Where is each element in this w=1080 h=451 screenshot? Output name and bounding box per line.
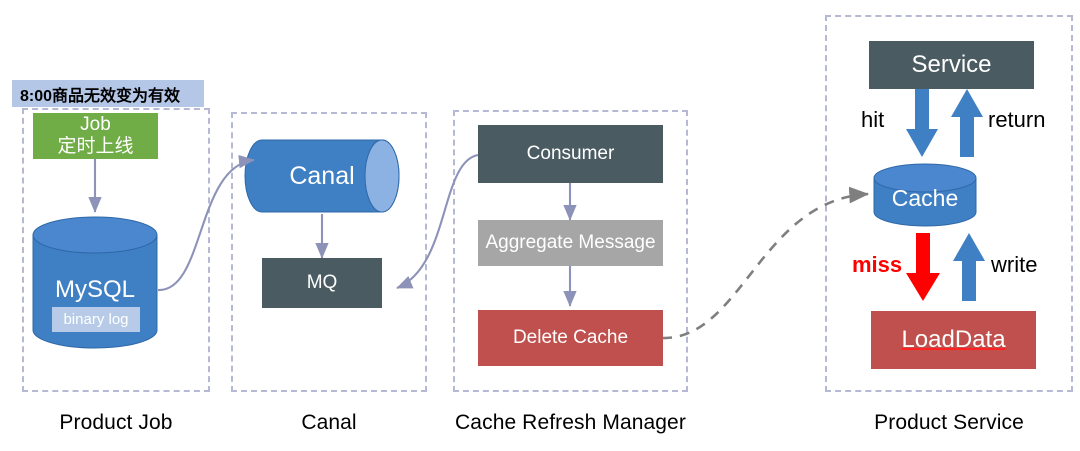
caption-canal: Canal <box>301 411 357 434</box>
node-mq[interactable]: MQ <box>262 258 382 308</box>
node-loaddata[interactable]: LoadData <box>871 311 1036 369</box>
caption-product-job: Product Job <box>59 411 173 434</box>
group-cache-refresh-manager <box>453 110 688 392</box>
edge-label-miss: miss <box>852 252 903 277</box>
edge-label-hit: hit <box>861 107 885 132</box>
edge-label-write: write <box>991 252 1038 277</box>
caption-product-service: Product Service <box>874 411 1024 434</box>
node-job-line2: 定时上线 <box>57 136 134 157</box>
connector-mysql-to-canal <box>157 154 255 292</box>
node-delete-cache[interactable]: Delete Cache <box>478 310 663 366</box>
connector-consumer-to-mq <box>396 153 479 289</box>
arrow-return <box>951 89 983 157</box>
node-job-line1: Job <box>80 113 111 135</box>
group-product-job <box>22 108 210 392</box>
node-aggregate-message[interactable]: Aggregate Message <box>478 220 663 266</box>
arrow-write <box>953 233 985 301</box>
caption-cache-refresh-manager: Cache Refresh Manager <box>455 411 686 434</box>
connector-delete-cache-to-cache <box>661 186 870 340</box>
node-consumer[interactable]: Consumer <box>478 125 663 183</box>
title-banner: 8:00商品无效变为有效 <box>12 80 204 107</box>
arrow-hit <box>906 89 938 157</box>
node-loaddata-label: LoadData <box>901 325 1006 353</box>
cache-cylinder-shape <box>873 163 977 227</box>
node-mysql-binary-log: binary log <box>52 307 140 332</box>
group-canal <box>231 112 427 392</box>
canal-cylinder-shape <box>244 139 400 213</box>
node-job[interactable]: Job 定时上线 <box>33 113 158 159</box>
edge-label-return: return <box>988 107 1046 132</box>
node-service[interactable]: Service <box>869 41 1034 89</box>
arrow-miss <box>906 233 940 301</box>
